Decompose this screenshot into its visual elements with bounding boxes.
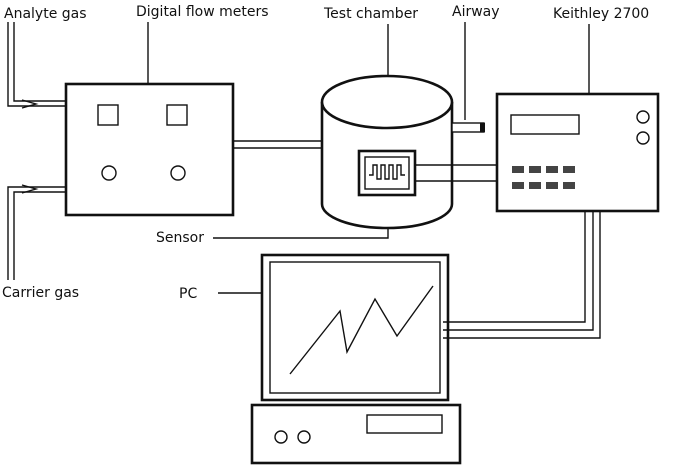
pc-base-unit <box>250 403 462 465</box>
cable-keithley-to-pc <box>443 211 601 339</box>
flow-meter-display-2 <box>166 104 188 126</box>
keithley-meter <box>495 92 660 213</box>
airway-pipe <box>451 122 485 133</box>
chamber-lid <box>320 74 454 130</box>
keithley-display <box>510 114 580 135</box>
label-keithley: Keithley 2700 <box>553 6 649 22</box>
response-curve <box>289 285 434 375</box>
pc-button-1 <box>274 430 288 444</box>
pc-button-2 <box>297 430 311 444</box>
keithley-button-grid <box>512 166 575 189</box>
flow-meter-knob-1 <box>101 165 117 181</box>
sensor-chip <box>357 149 417 197</box>
label-digital-flow-meters: Digital flow meters <box>136 4 269 20</box>
keithley-knob-2 <box>636 131 650 145</box>
monitor-screen <box>269 261 441 394</box>
wires-sensor-to-keithley <box>415 164 497 182</box>
label-pc: PC <box>179 286 197 302</box>
flow-meters-box <box>64 82 235 217</box>
carrier-gas-inlet <box>7 184 66 280</box>
carrier-arrow-icon <box>21 184 39 194</box>
keithley-knob-1 <box>636 110 650 124</box>
label-sensor: Sensor <box>156 230 204 246</box>
flow-meter-display-1 <box>97 104 119 126</box>
pc-monitor <box>260 253 450 402</box>
label-airway: Airway <box>452 4 500 20</box>
pc-drive-slot <box>366 414 443 434</box>
pipe-meters-to-chamber <box>233 140 322 149</box>
flow-meter-knob-2 <box>170 165 186 181</box>
interdigitated-electrode <box>369 164 405 180</box>
label-analyte-gas: Analyte gas <box>4 6 87 22</box>
analyte-gas-inlet <box>7 22 66 109</box>
label-test-chamber: Test chamber <box>323 6 418 22</box>
label-carrier-gas: Carrier gas <box>2 285 79 301</box>
analyte-arrow-icon <box>21 99 39 109</box>
